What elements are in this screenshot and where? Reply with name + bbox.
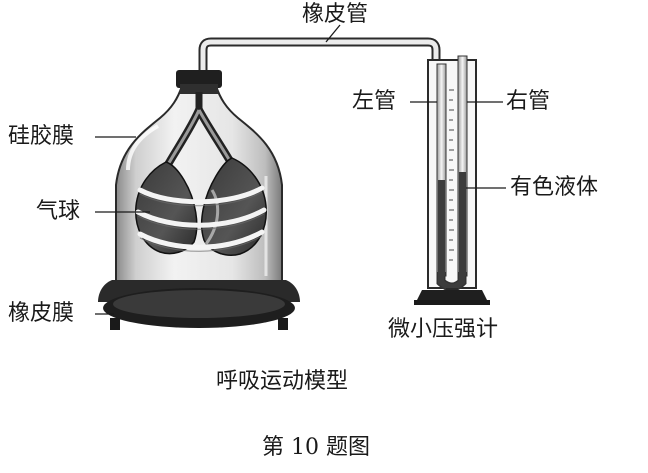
balloon-left xyxy=(135,161,198,255)
jar-base-rubber-membrane xyxy=(98,280,300,330)
label-rubber-tube: 橡皮管 xyxy=(302,2,369,27)
label-left-tube: 左管 xyxy=(352,89,397,114)
label-right-tube: 右管 xyxy=(506,89,551,114)
balloon-right xyxy=(200,157,267,256)
label-silicone-membrane: 硅胶膜 xyxy=(8,124,75,149)
caption-model: 呼吸运动模型 xyxy=(216,369,349,394)
label-colored-liquid: 有色液体 xyxy=(510,175,599,200)
rib-bands xyxy=(135,185,267,250)
label-rubber-membrane: 橡皮膜 xyxy=(8,301,75,326)
caption-figure: 第 10 题图 xyxy=(262,435,370,460)
leader-lines xyxy=(95,24,506,315)
jar-stopper xyxy=(176,70,222,94)
rubber-tube xyxy=(198,37,441,79)
label-micro-manometer: 微小压强计 xyxy=(388,317,499,342)
label-balloon: 气球 xyxy=(36,199,81,224)
micro-manometer xyxy=(414,55,490,305)
